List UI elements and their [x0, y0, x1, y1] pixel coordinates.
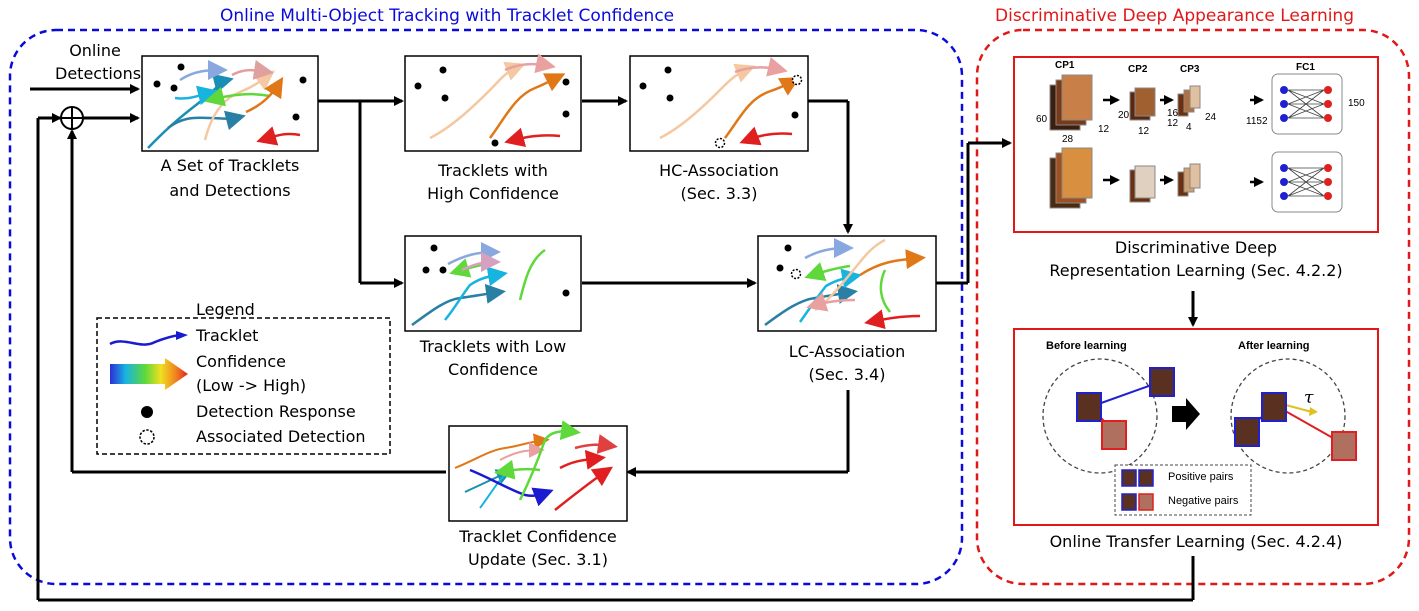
lc-caption-1: LC-Association — [788, 342, 906, 361]
dim-28: 28 — [1062, 134, 1074, 145]
high-caption-2: High Confidence — [427, 184, 559, 203]
dim-1152: 1152 — [1246, 116, 1268, 127]
appearance-title: Discriminative Deep Appearance Learning — [995, 6, 1355, 26]
otl-caption: Online Transfer Learning (Sec. 4.2.4) — [1049, 532, 1343, 551]
tracking-region — [8, 28, 964, 586]
legend-box — [96, 317, 391, 455]
dim-150: 150 — [1348, 98, 1365, 109]
legend-tracklet: Tracklet — [196, 326, 259, 345]
cp3-label: CP3 — [1180, 64, 1200, 75]
dim-60: 60 — [1036, 114, 1048, 125]
update-caption-1: Tracklet Confidence — [459, 527, 617, 546]
low-caption-1: Tracklets with Low — [419, 337, 567, 356]
legend-title: Legend — [196, 300, 255, 319]
tracking-title: Online Multi-Object Tracking with Trackl… — [220, 6, 675, 26]
tracklet-set-panel — [141, 55, 319, 152]
dim-16: 16 — [1167, 108, 1179, 119]
online-label: Online — [69, 41, 121, 60]
deep-representation-panel — [1013, 56, 1379, 233]
lc-caption-2: (Sec. 3.4) — [808, 365, 886, 384]
transfer-learning-panel — [1013, 328, 1379, 526]
low-confidence-panel — [404, 235, 582, 332]
negative-pairs-label: Negative pairs — [1168, 495, 1239, 507]
hc-caption-2: (Sec. 3.3) — [680, 184, 758, 203]
dim-20: 20 — [1118, 110, 1130, 121]
hc-association-panel — [629, 55, 809, 152]
hc-caption-1: HC-Association — [659, 161, 779, 180]
tau-label: τ — [1304, 388, 1314, 408]
high-confidence-panel — [404, 53, 582, 152]
after-learning-label: After learning — [1238, 340, 1310, 352]
legend-confidence: Confidence — [196, 352, 286, 371]
summing-junction — [60, 106, 84, 130]
legend-detection-response: Detection Response — [196, 402, 356, 421]
ddr-caption-2: Representation Learning (Sec. 4.2.2) — [1049, 261, 1343, 280]
lc-association-panel — [757, 235, 937, 332]
cp1-label: CP1 — [1055, 60, 1075, 71]
legend-low-high: (Low -> High) — [196, 376, 307, 395]
dim-12a: 12 — [1098, 124, 1110, 135]
low-caption-2: Confidence — [448, 360, 538, 379]
confidence-update-panel — [448, 420, 628, 522]
dim-24: 24 — [1205, 112, 1217, 123]
positive-pairs-label: Positive pairs — [1168, 471, 1234, 483]
detections-label: Detections — [55, 64, 142, 83]
cp2-label: CP2 — [1128, 64, 1148, 75]
dim-4: 4 — [1186, 122, 1192, 133]
set-caption-1: A Set of Tracklets — [160, 156, 300, 175]
ddr-caption-1: Discriminative Deep — [1114, 238, 1278, 257]
fc1-label: FC1 — [1296, 62, 1315, 73]
high-caption-1: Tracklets with — [438, 161, 548, 180]
set-caption-2: and Detections — [169, 181, 291, 200]
legend-associated-detection: Associated Detection — [196, 427, 366, 446]
update-caption-2: Update (Sec. 3.1) — [468, 550, 608, 569]
dim-12c: 12 — [1167, 118, 1179, 129]
before-learning-label: Before learning — [1046, 340, 1127, 352]
dim-12b: 12 — [1138, 126, 1150, 137]
